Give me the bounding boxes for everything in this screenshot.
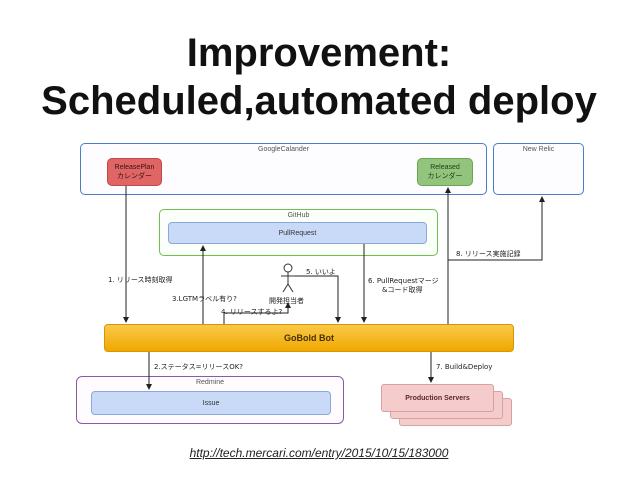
- production-servers-box: Production Servers: [381, 384, 494, 412]
- step-6-label-line-2: &コード取得: [382, 286, 423, 294]
- slide-title-line-2: Scheduled,automated deploy: [41, 79, 597, 123]
- release-plan-label: ReleasePlan: [114, 164, 155, 171]
- slide-title-line-1: Improvement:: [186, 31, 452, 75]
- issue-box: Issue: [91, 391, 331, 415]
- step-1-label: 1. リリース時刻取得: [108, 276, 173, 284]
- step-4-label: 4. リリースするよ?: [221, 308, 283, 316]
- released-calendar: Released カレンダー: [417, 158, 473, 186]
- release-plan-sublabel: カレンダー: [117, 173, 152, 180]
- new-relic-group-label: New Relic: [522, 146, 555, 153]
- redmine-group-label: Redmine: [195, 379, 224, 386]
- developer-label: 開発担当者: [269, 297, 304, 305]
- step-8-label: 8. リリース実施記録: [456, 250, 521, 258]
- source-url-link[interactable]: http://tech.mercari.com/entry/2015/10/15…: [189, 446, 449, 460]
- pull-request-box: PullRequest: [168, 222, 427, 244]
- github-group-label: GitHub: [287, 212, 310, 219]
- released-label: Released: [430, 164, 460, 171]
- arrow-5: [293, 275, 341, 323]
- arrow-4: [223, 302, 291, 324]
- new-relic-group: [493, 143, 584, 195]
- released-sublabel: カレンダー: [427, 173, 463, 180]
- google-calendar-group-label: GoogleCalander: [258, 146, 309, 153]
- step-3-label: 3.LGTMラベル有り?: [172, 295, 237, 303]
- step-5-label: 5. いいよ: [306, 268, 336, 276]
- arrow-8: [448, 196, 545, 261]
- developer-figure-icon: [281, 263, 295, 293]
- step-2-label: 2.ステータス=リリースOK?: [154, 363, 244, 371]
- step-6-label-line-1: 6. PullRequestマージ: [368, 277, 439, 285]
- release-plan-calendar: ReleasePlan カレンダー: [107, 158, 162, 186]
- gobold-bot-bar: GoBold Bot: [104, 324, 514, 352]
- step-7-label: 7. Build&Deploy: [436, 363, 493, 371]
